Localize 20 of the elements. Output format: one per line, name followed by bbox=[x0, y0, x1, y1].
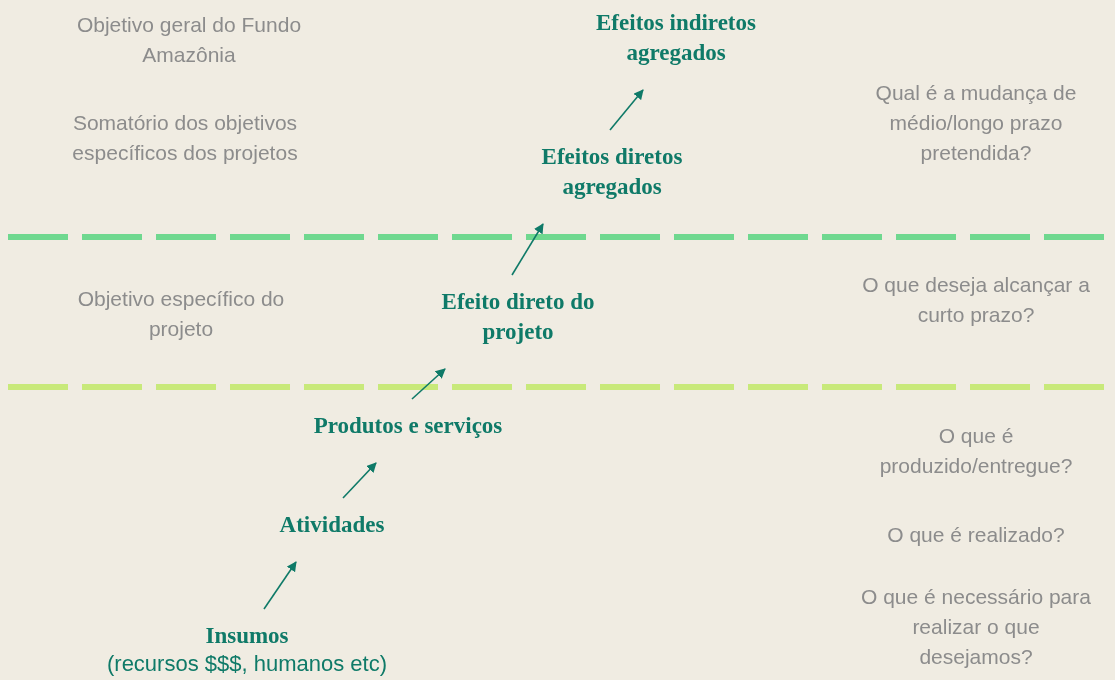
guiding-question: Qual é a mudança de médio/longo prazo pretendida? bbox=[874, 80, 1078, 166]
guiding-question: O que é necessário para realizar o que desejamos? bbox=[860, 584, 1092, 670]
objective-label: Objetivo geral do Fundo Amazônia bbox=[75, 12, 303, 68]
arrow bbox=[342, 462, 377, 499]
arrow bbox=[511, 223, 544, 276]
stage-note: (recursos $$$, humanos etc) bbox=[106, 651, 388, 677]
objective-label: Somatório dos objetivos específicos dos projetos bbox=[71, 110, 299, 166]
guiding-question: O que é realizado? bbox=[886, 522, 1066, 548]
arrow bbox=[263, 561, 297, 610]
stage-label: Atividades bbox=[278, 511, 386, 539]
stage-label: Insumos bbox=[204, 622, 290, 650]
stage-label: Efeito direto do projeto bbox=[440, 288, 596, 346]
arrow bbox=[609, 89, 644, 131]
guiding-question: O que é produzido/entregue? bbox=[878, 423, 1074, 479]
arrow bbox=[411, 368, 446, 400]
guiding-question: O que deseja alcançar a curto prazo? bbox=[861, 272, 1091, 328]
stage-label: Efeitos indiretos agregados bbox=[595, 9, 757, 67]
objective-label: Objetivo específico do projeto bbox=[76, 286, 286, 342]
stage-label: Efeitos diretos agregados bbox=[540, 143, 684, 201]
stage-label: Produtos e serviços bbox=[312, 412, 504, 440]
